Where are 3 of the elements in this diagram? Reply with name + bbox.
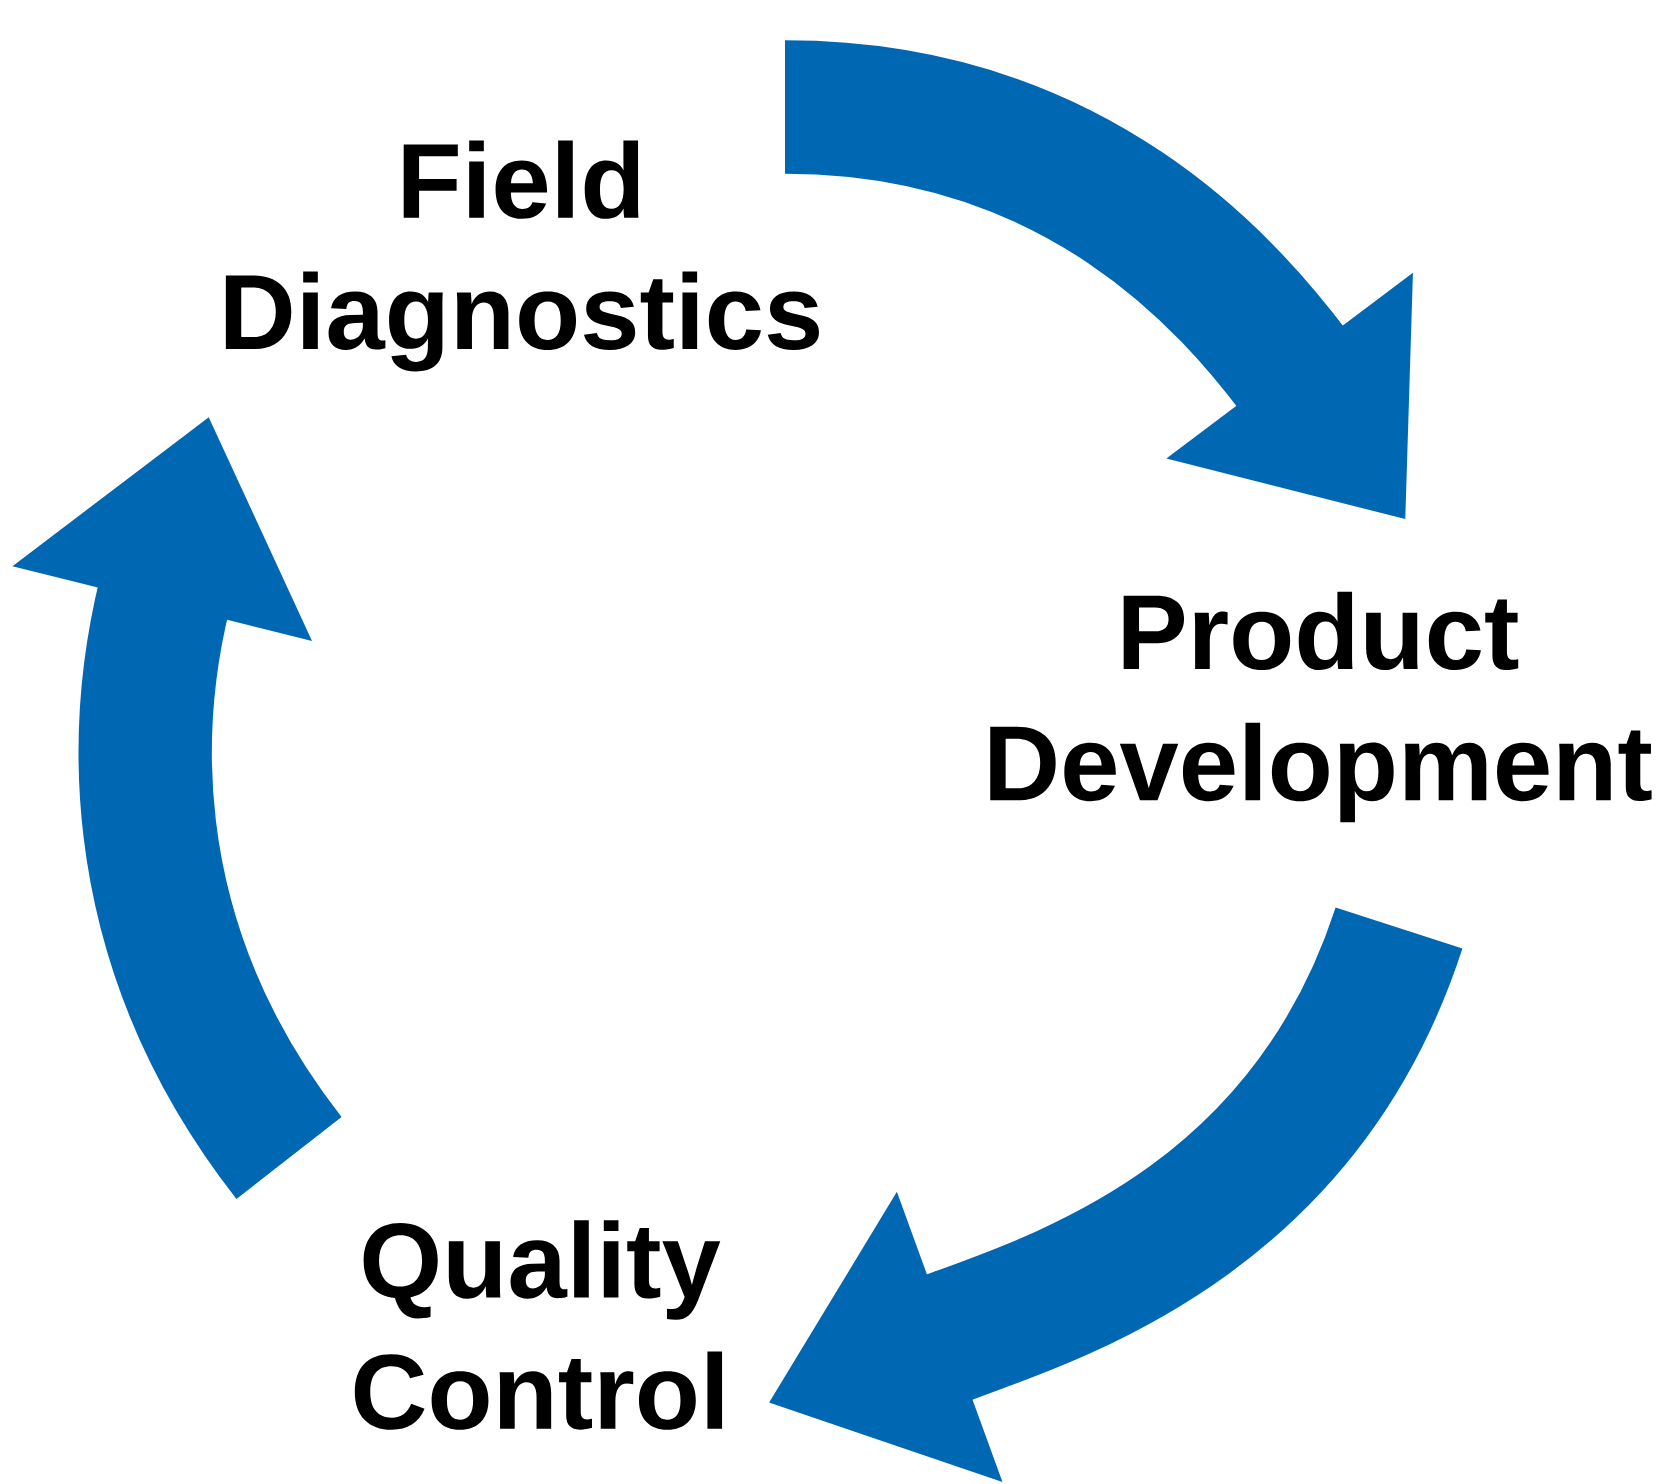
- stage-label: Product Development: [990, 591, 1652, 823]
- stage-label: Field Diagnostics: [225, 140, 819, 372]
- stage-label: Quality Control: [354, 1220, 723, 1430]
